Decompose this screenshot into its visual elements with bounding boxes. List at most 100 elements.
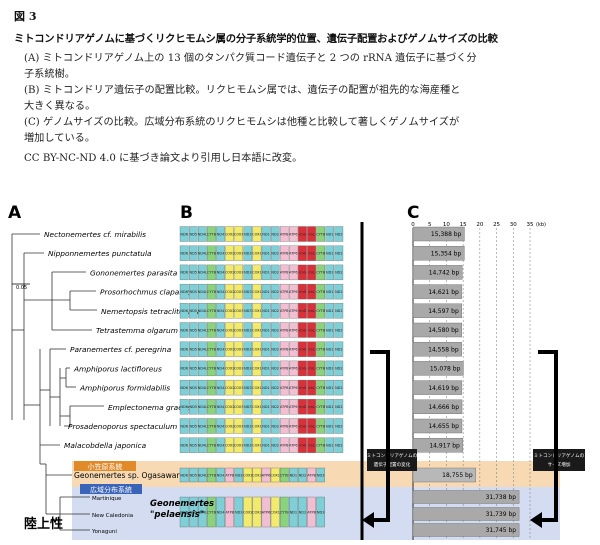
caption-line: 子系統樹。: [24, 69, 75, 80]
gene-label: rrnS: [299, 232, 307, 236]
gene-block: [270, 322, 280, 338]
gene-block: [289, 264, 298, 281]
gene-block: [307, 226, 316, 242]
gene-block: [216, 360, 225, 377]
gene-block: [325, 399, 335, 415]
island-lineage-tag: [74, 461, 136, 471]
gene-label: ND3: [244, 290, 252, 294]
gene-label: ND1: [262, 405, 270, 409]
gene-block: [252, 264, 262, 281]
gene-block-ogasawara: [243, 467, 253, 483]
gene-label: ATP6: [289, 424, 298, 428]
gene-label: ND5: [189, 252, 197, 256]
gene-block: [334, 303, 344, 319]
species-label: Prosadenoporus spectaculum: [68, 422, 177, 431]
size-axis-tick: 15: [460, 222, 467, 228]
size-bar: [412, 467, 476, 483]
gene-label: ATP8: [225, 473, 234, 477]
gene-label: ND3: [244, 252, 252, 256]
gene-label: ND1: [262, 290, 270, 294]
gene-block: [216, 226, 225, 242]
gene-label: ND4L: [198, 510, 208, 514]
gene-block: [279, 360, 289, 377]
gene-block: [279, 264, 289, 281]
gene-block: [334, 264, 344, 281]
gene-label: ND5: [189, 328, 197, 332]
gene-block-ogasawara: [289, 467, 298, 483]
gene-label: ND3: [244, 386, 252, 390]
gene-block: [243, 303, 253, 319]
gene-block: [225, 341, 234, 357]
gene-block: [316, 399, 325, 415]
species-label: Malacobdella japonica: [64, 441, 147, 450]
gene-change-note-line1: ミトコンドリアゲノムの: [367, 452, 418, 459]
gene-label: CYTB: [207, 386, 217, 390]
gene-block: [325, 341, 335, 357]
panel-label-a: A: [8, 203, 22, 223]
species-label: Emplectonema gracile: [108, 403, 191, 412]
figure-caption: 図 3 ミトコンドリアゲノムに基づくリクヒモムシ属の分子系統学的位置、遺伝子配置…: [14, 8, 589, 164]
gene-block: [325, 379, 335, 396]
gene-block-pelaensis: [179, 496, 189, 528]
gene-block-ogasawara: [188, 467, 198, 483]
gene-block: [289, 418, 298, 434]
gene-label: ND2: [271, 290, 279, 294]
gene-block: [216, 303, 225, 319]
size-bar-label: 31,738 bp: [486, 494, 517, 501]
caption-line: (A) ミトコンドリアゲノム上の 13 個のタンパク質コード遺伝子と 2 つの …: [24, 53, 477, 64]
gene-label: ND4L: [198, 290, 208, 294]
gene-label: ATP6: [289, 252, 298, 256]
gene-block: [270, 360, 280, 377]
gene-label: ATP6: [289, 232, 298, 236]
gene-label: COX2: [225, 252, 235, 256]
gene-label: CYTB: [316, 386, 326, 390]
gene-label: ND6: [180, 367, 188, 371]
gene-label: CYTB: [316, 367, 326, 371]
gene-label: ND1: [326, 271, 334, 275]
gene-block: [261, 245, 271, 261]
gene-label: rrnL: [308, 424, 315, 428]
gene-label: COX3: [234, 271, 244, 275]
gene-label: CYTB: [316, 252, 326, 256]
gene-block: [298, 341, 307, 357]
gene-label: CYTB: [207, 424, 217, 428]
gene-label: ND1: [326, 348, 334, 352]
gene-label: CYTB: [207, 444, 217, 448]
gene-label: ND1: [262, 367, 270, 371]
gene-block: [188, 245, 198, 261]
gene-label: ND5: [189, 473, 197, 477]
gene-block: [289, 341, 298, 357]
gene-block: [188, 322, 198, 338]
gene-label: ATP6: [289, 348, 298, 352]
gene-label: CYTB: [207, 271, 217, 275]
gene-label: ATP8: [280, 232, 289, 236]
gene-label: COX2: [225, 309, 235, 313]
gene-block-pelaensis: [198, 496, 207, 528]
gene-label: ND6: [180, 348, 188, 352]
gene-label: rrnL: [308, 290, 315, 294]
gene-block: [225, 245, 234, 261]
gene-block: [207, 226, 216, 242]
gene-block: [198, 226, 207, 242]
gene-change-arrow: [370, 350, 390, 522]
gene-label: ND2: [335, 328, 343, 332]
size-bar: [412, 523, 520, 537]
gene-label: ND2: [335, 367, 343, 371]
gene-block: [207, 360, 216, 377]
gene-label: ND6: [180, 405, 188, 409]
gene-block: [316, 264, 325, 281]
gene-block: [298, 379, 307, 396]
gene-label: ND5: [189, 405, 197, 409]
gene-block: [188, 303, 198, 319]
gene-block: [243, 379, 253, 396]
gene-block-pelaensis: [216, 496, 225, 528]
gene-block: [198, 399, 207, 415]
gene-label: CYTB: [207, 367, 217, 371]
gene-block: [325, 226, 335, 242]
gene-label: ATP8: [280, 424, 289, 428]
gene-block-pelaensis: [298, 496, 307, 528]
gene-label: CYTB: [316, 348, 326, 352]
gene-block: [279, 399, 289, 415]
gene-block: [216, 322, 225, 338]
gene-block: [298, 399, 307, 415]
